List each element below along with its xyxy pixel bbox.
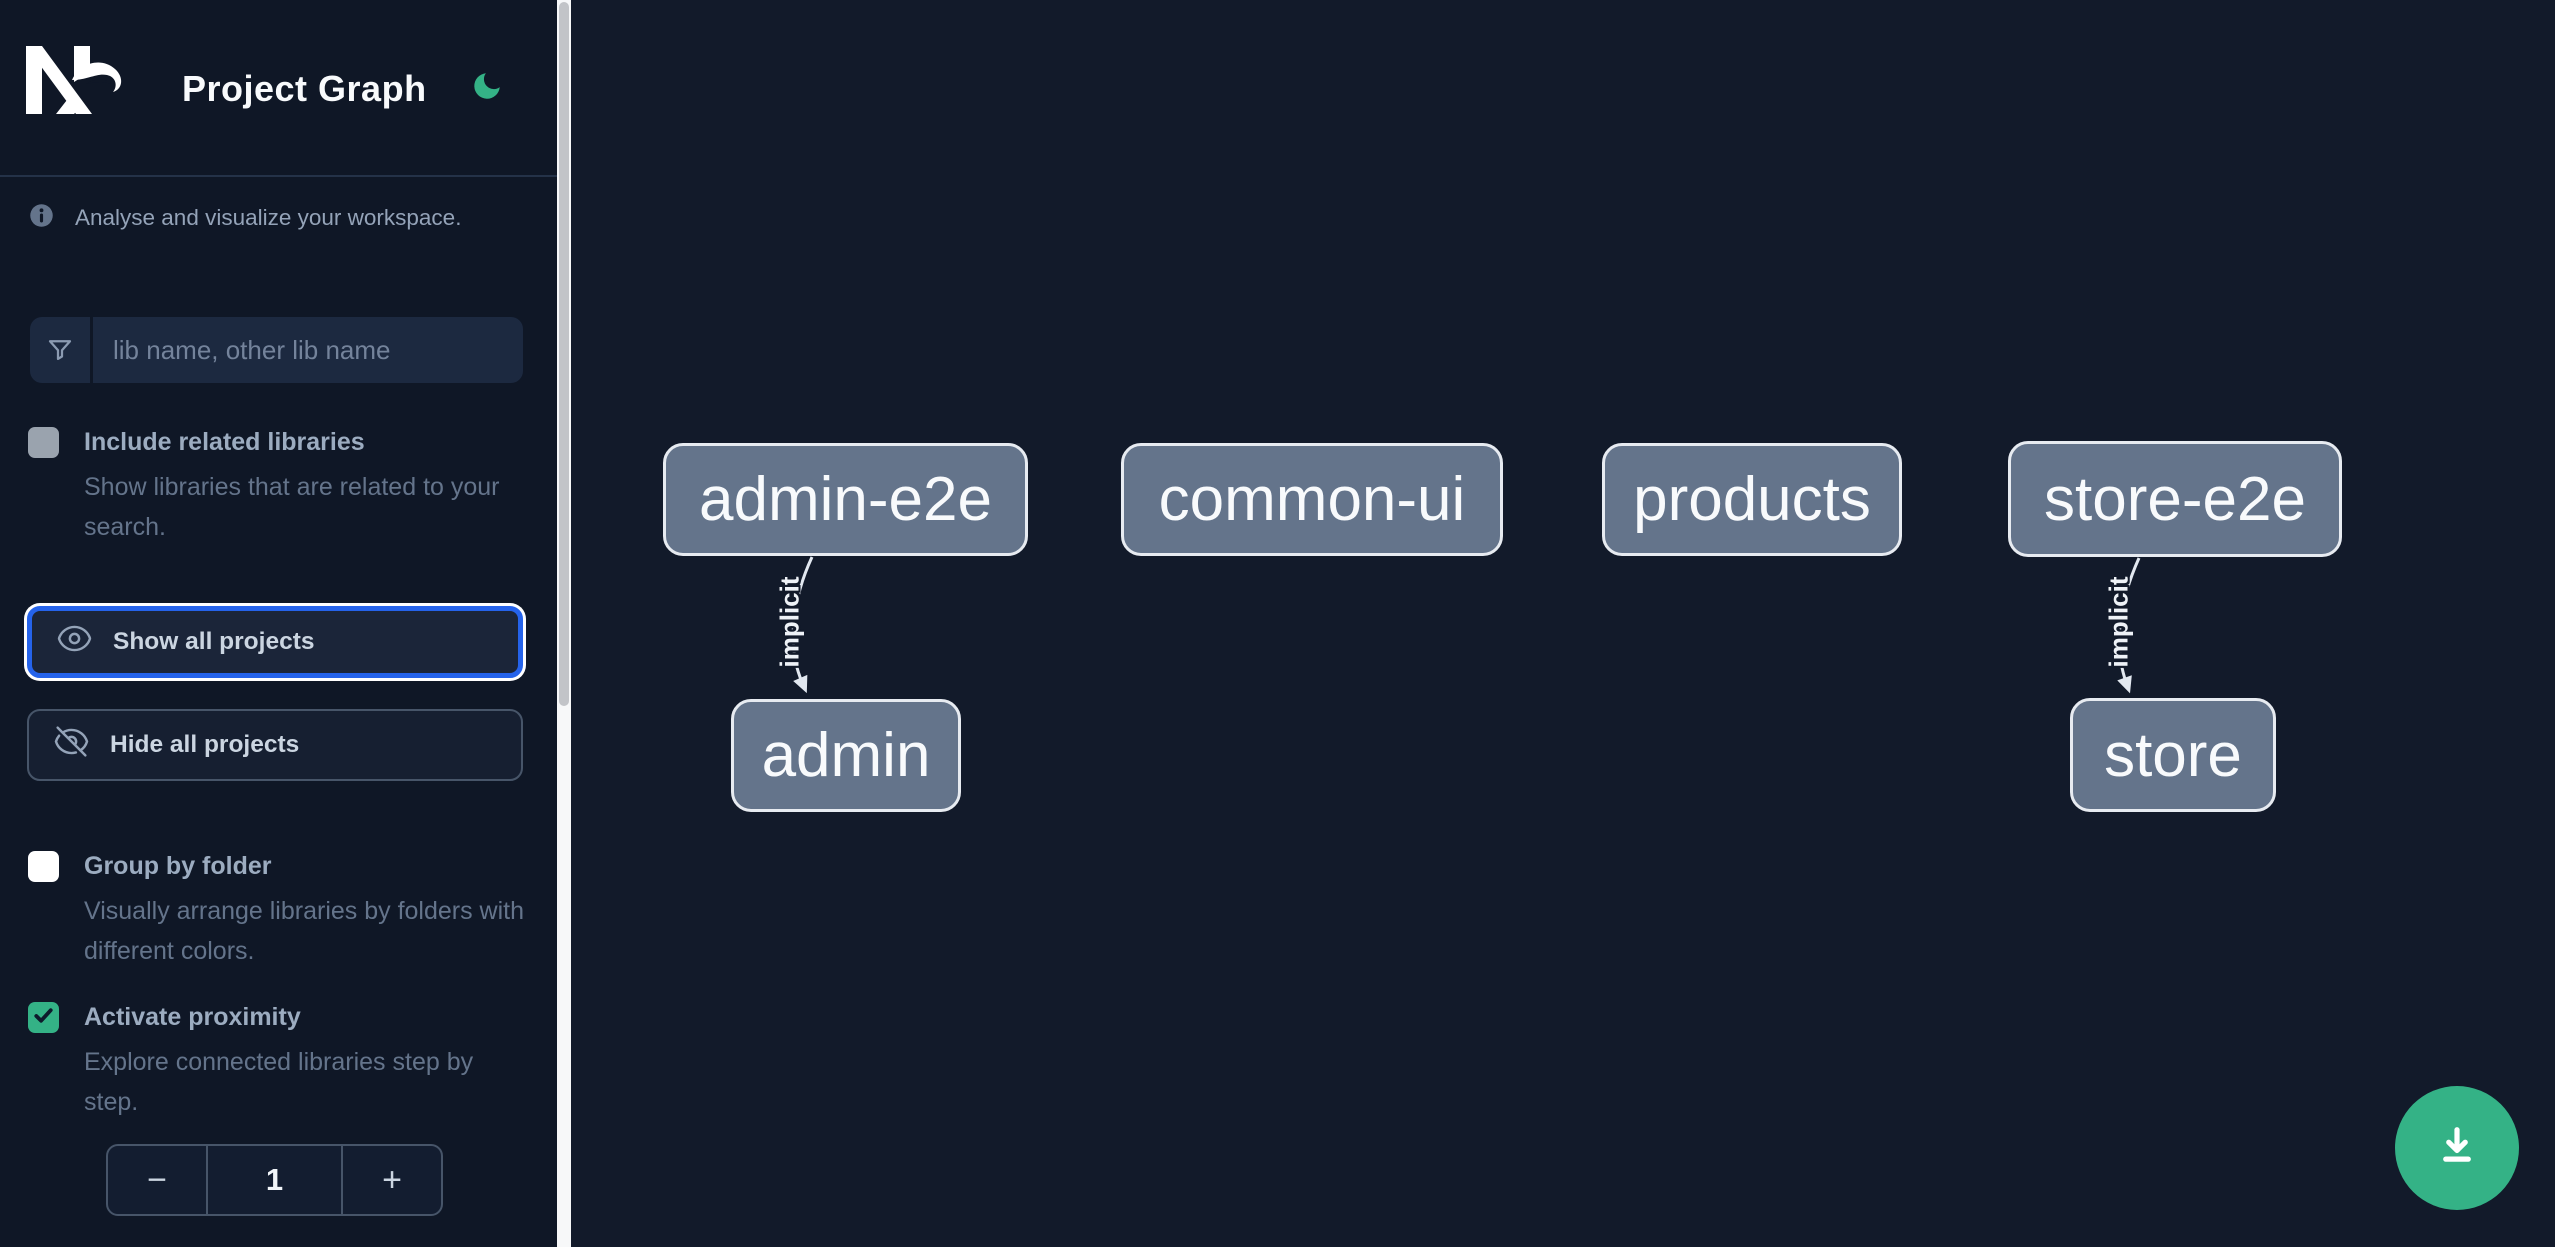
workspace-tagline: Analyse and visualize your workspace. [75,205,462,230]
include-related-description: Show libraries that are related to your … [84,473,500,541]
page-title: Project Graph [182,67,427,109]
stepper-value[interactable]: 1 [206,1146,343,1214]
sidebar: Project Graph Analyse and visualize your… [0,0,571,1247]
node-label: admin-e2e [699,465,992,534]
include-related-label[interactable]: Include related libraries [84,428,365,456]
graph-node-common-ui[interactable]: common-ui [1121,443,1503,556]
download-image-button[interactable] [2395,1086,2519,1210]
edge-store-e2e-to-store[interactable] [2117,557,2141,694]
activate-proximity-description: Explore connected libraries step by step… [84,1048,474,1116]
show-all-projects-button[interactable]: Show all projects [27,606,523,678]
node-label: store [2104,720,2242,790]
group-by-folder-label[interactable]: Group by folder [84,852,272,880]
group-by-folder-description: Visually arrange libraries by folders wi… [84,897,525,965]
edge-admin-e2e-to-admin[interactable] [791,556,814,694]
hide-all-projects-label: Hide all projects [110,731,300,758]
graph-node-store[interactable]: store [2070,698,2276,812]
graph-edges [791,556,2141,694]
group-by-folder-checkbox[interactable] [28,851,59,882]
decrement-button[interactable]: − [147,1160,167,1199]
search-input[interactable] [93,317,523,383]
proximity-depth-stepper: − 1 + [106,1144,443,1216]
graph-node-admin-e2e[interactable]: admin-e2e [663,443,1028,556]
eye-off-icon [53,723,90,767]
node-label: store-e2e [2044,464,2306,534]
node-label: admin [761,721,931,790]
workspace-tagline-row: Analyse and visualize your workspace. [28,202,528,234]
project-graph-canvas[interactable]: admin-e2e common-ui products store-e2e a… [571,0,2555,1247]
search-box [30,317,523,383]
scrollbar-thumb[interactable] [559,2,569,706]
increment-button[interactable]: + [382,1160,402,1199]
graph-node-store-e2e[interactable]: store-e2e [2008,441,2342,557]
activate-proximity-checkbox[interactable] [28,1002,59,1033]
toggle-group-by-folder: Group by folder Visually arrange librari… [28,851,524,971]
node-label: common-ui [1158,465,1466,534]
nx-logo [26,44,126,116]
sidebar-content: Project Graph Analyse and visualize your… [0,0,557,1247]
show-all-projects-label: Show all projects [113,628,315,655]
hide-all-projects-button[interactable]: Hide all projects [27,709,523,781]
edge-label-implicit-store: implicit [2103,576,2134,668]
graph-node-products[interactable]: products [1602,443,1902,556]
node-label: products [1633,465,1871,534]
edge-label-implicit-admin: implicit [774,576,805,668]
include-related-checkbox[interactable] [28,427,59,458]
toggle-activate-proximity: Activate proximity Explore connected lib… [28,1002,518,1122]
filter-funnel-icon [30,317,93,383]
checkmark-icon [32,1004,55,1032]
moon-icon [470,69,504,108]
sidebar-scrollbar [557,0,571,1247]
sidebar-header: Project Graph [0,0,557,177]
theme-toggle-button[interactable] [468,69,506,107]
download-icon [2431,1121,2483,1176]
activate-proximity-label[interactable]: Activate proximity [84,1003,301,1031]
eye-icon [56,620,93,664]
graph-node-admin[interactable]: admin [731,699,961,812]
info-icon [28,202,55,234]
toggle-include-related: Include related libraries Show libraries… [28,427,518,547]
